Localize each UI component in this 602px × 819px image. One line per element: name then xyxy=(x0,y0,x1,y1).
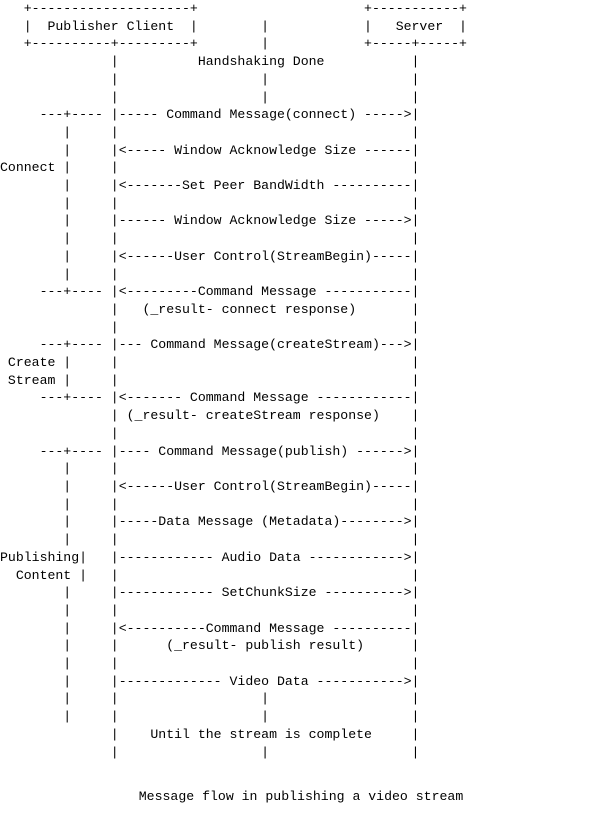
diagram-line: Publishing| |------------ Audio Data ---… xyxy=(0,549,420,565)
diagram-line: | |------ Window Acknowledge Size ----->… xyxy=(0,213,420,229)
diagram-line: | | | xyxy=(0,124,420,140)
diagram-line: | | | xyxy=(0,89,420,105)
diagram-line: | | | xyxy=(0,656,420,672)
diagram-line: | | | xyxy=(0,461,420,477)
diagram-line: Content | | | xyxy=(0,567,420,583)
diagram-line: | | | | xyxy=(0,691,420,707)
diagram-line: Create | | | xyxy=(0,355,420,371)
diagram-line: | |<------User Control(StreamBegin)-----… xyxy=(0,248,420,264)
diagram-line: Stream | | | xyxy=(0,372,420,388)
diagram-line: | |<------User Control(StreamBegin)-----… xyxy=(0,478,420,494)
diagram-line: | | | xyxy=(0,231,420,247)
diagram-line: | | | xyxy=(0,195,420,211)
diagram-line: | Handshaking Done | xyxy=(0,54,420,70)
diagram-line: ---+---- |---- Command Message(publish) … xyxy=(0,443,420,459)
figure-caption: Message flow in publishing a video strea… xyxy=(138,789,464,804)
diagram-line: | | xyxy=(0,425,420,441)
diagram-line: | (_result- createStream response) | xyxy=(0,408,420,424)
diagram-line: | |-----Data Message (Metadata)-------->… xyxy=(0,514,420,530)
diagram-line: | |------------- Video Data ----------->… xyxy=(0,673,420,689)
diagram-line: | |<----------Command Message ----------… xyxy=(0,620,420,636)
diagram-line: | | | xyxy=(0,266,420,282)
diagram-line: | | xyxy=(0,319,420,335)
diagram-line: ---+---- |----- Command Message(connect)… xyxy=(0,107,420,123)
diagram-line: | | | xyxy=(0,496,420,512)
diagram-line: | (_result- connect response) | xyxy=(0,301,420,317)
diagram-line: | |<----- Window Acknowledge Size ------… xyxy=(0,142,420,158)
diagram-line: ---+---- |--- Command Message(createStre… xyxy=(0,337,420,353)
diagram-line: | |------------ SetChunkSize ---------->… xyxy=(0,585,420,601)
diagram-line: | | | | xyxy=(0,709,420,725)
diagram-line: | Until the stream is complete | xyxy=(0,726,420,742)
diagram-line: | | | xyxy=(0,71,420,87)
diagram-line: | | | xyxy=(0,744,420,760)
ascii-sequence-diagram: +--------------------+ +-----------+ | P… xyxy=(0,1,467,760)
diagram-line: | |<-------Set Peer BandWidth ----------… xyxy=(0,178,420,194)
diagram-line: +--------------------+ +-----------+ xyxy=(0,1,467,16)
diagram-line: ---+---- |<---------Command Message ----… xyxy=(0,284,420,300)
diagram-line: | | (_result- publish result) | xyxy=(0,638,420,654)
diagram-line: ---+---- |<------- Command Message -----… xyxy=(0,390,420,406)
diagram-line: | | | xyxy=(0,532,420,548)
diagram-line: | Publisher Client | | | Server | xyxy=(0,18,467,34)
diagram-line: +----------+---------+ | +-----+-----+ xyxy=(0,36,467,52)
diagram-line: | | | xyxy=(0,602,420,618)
diagram-line: Connect | | | xyxy=(0,160,420,176)
